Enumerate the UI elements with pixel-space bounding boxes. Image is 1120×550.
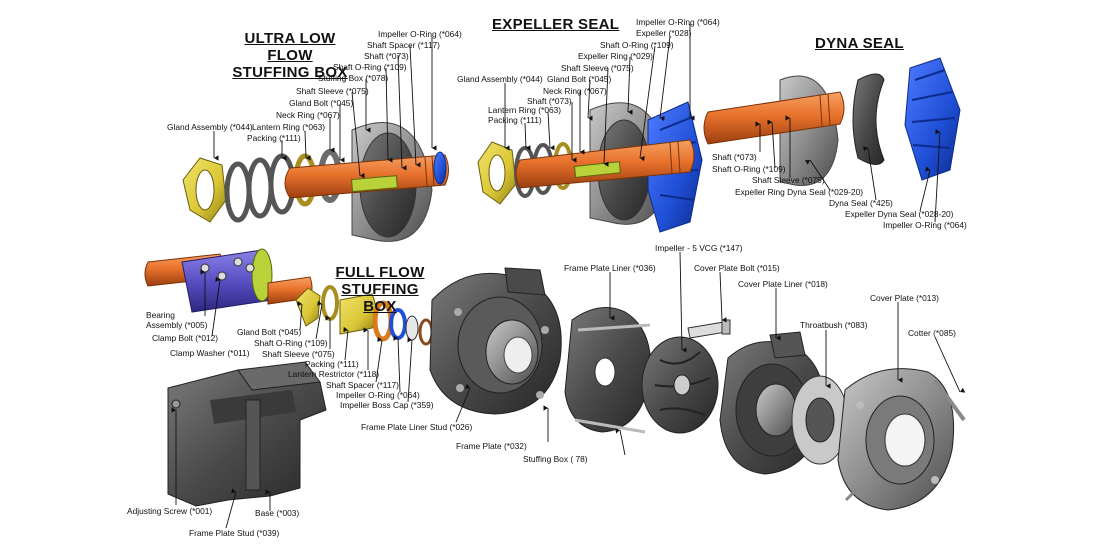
label-ulf-packing: Packing (*111) <box>247 133 301 143</box>
label-frame-plate-liner-stud: Frame Plate Liner Stud (*026) <box>361 422 473 432</box>
label-base: Base (*003) <box>255 508 300 518</box>
label-ulf-lantern-ring: Lantern Ring (*063) <box>252 122 326 132</box>
label-ff-gland-bolt: Gland Bolt (*045) <box>237 327 302 337</box>
label-adjusting-screw: Adjusting Screw (*001) <box>127 506 213 516</box>
dyna-seal-assembly <box>703 57 961 186</box>
expeller-seal-assembly <box>477 101 703 233</box>
frame-plate-part <box>429 267 562 415</box>
label-ff-shaft-sleeve: Shaft Sleeve (*075) <box>262 349 335 359</box>
label-ds-expeller-ring: Expeller Ring Dyna Seal (*029-20) <box>735 187 864 197</box>
base-part <box>167 361 327 507</box>
label-es-packing: Packing (*111) <box>488 115 542 125</box>
label-ds-shaft: Shaft (*073) <box>712 152 757 162</box>
cover-plate-bolt-part <box>687 319 731 339</box>
label-es-shaft-sleeve: Shaft Sleeve (*075) <box>561 63 634 73</box>
label-es-gland-bolt: Gland Bolt (*045) <box>547 74 612 84</box>
label-ff-bearing-1: Bearing <box>146 310 175 320</box>
label-ulf-shaft-oring: Shaft O-Ring (*109) <box>333 62 407 72</box>
label-ulf-gland-assembly: Gland Assembly (*044) <box>167 122 253 132</box>
label-ff-impeller-oring: Impeller O-Ring (*064) <box>336 390 420 400</box>
label-es-gland-assembly: Gland Assembly (*044) <box>457 74 543 84</box>
label-es-shaft: Shaft (*073) <box>527 96 572 106</box>
ultra-low-flow-assembly <box>182 122 449 242</box>
label-ff-clamp-washer: Clamp Washer (*011) <box>170 348 250 358</box>
label-ulf-shaft: Shaft (*073) <box>364 51 409 61</box>
label-ds-shaft-sleeve: Shaft Sleeve (*075) <box>752 175 825 185</box>
label-ulf-impeller-oring: Impeller O-Ring (*064) <box>378 29 462 39</box>
label-ulf-neck-ring: Neck Ring (*067) <box>276 110 340 120</box>
label-ff-shaft-spacer: Shaft Spacer (*117) <box>326 380 399 390</box>
label-throatbush: Throatbush (*083) <box>800 320 868 330</box>
cover-plate-part <box>837 368 966 511</box>
title-full-flow: FULL FLOW STUFFING BOX <box>335 264 425 315</box>
full-flow-stuffing-parts <box>295 285 434 346</box>
label-ulf-shaft-sleeve: Shaft Sleeve (*075) <box>296 86 369 96</box>
throatbush-part <box>791 375 849 465</box>
bearing-assembly-group <box>144 248 313 313</box>
label-ff-impeller-boss-cap: Impeller Boss Cap (*359) <box>340 400 434 410</box>
label-frame-plate-stud: Frame Plate Stud (*039) <box>189 528 280 538</box>
label-ff-bearing-2: Assembly (*005) <box>146 320 208 330</box>
label-frame-plate-liner: Frame Plate Liner (*036) <box>564 263 656 273</box>
leader-lines <box>171 24 966 529</box>
label-ulf-gland-bolt: Gland Bolt (*045) <box>289 98 354 108</box>
label-ds-impeller-oring: Impeller O-Ring (*064) <box>883 220 967 230</box>
label-ulf-shaft-spacer: Shaft Spacer (*117) <box>367 40 440 50</box>
label-es-expeller-ring: Expeller Ring (*029) <box>578 51 653 61</box>
label-ff-packing: Packing (*111) <box>305 359 359 369</box>
label-es-impeller-oring: Impeller O-Ring (*064) <box>636 17 720 27</box>
title-dyna-seal: DYNA SEAL <box>815 35 904 52</box>
label-ds-shaft-oring: Shaft O-Ring (*109) <box>712 164 786 174</box>
label-ds-expeller: Expeller Dyna Seal (*028-20) <box>845 209 954 219</box>
label-es-neck-ring: Neck Ring (*067) <box>543 86 607 96</box>
label-ff-lantern-restrictor: Lantern Restrictor (*118) <box>288 369 380 379</box>
title-expeller-seal: EXPELLER SEAL <box>492 16 620 33</box>
label-stuffing-box: Stuffing Box ( 78) <box>523 454 588 464</box>
label-impeller: Impeller - 5 VCG (*147) <box>655 243 743 253</box>
label-ds-dyna-seal: Dyna Seal (*425) <box>829 198 893 208</box>
label-cotter: Cotter (*085) <box>908 328 956 338</box>
label-ff-clamp-bolt: Clamp Bolt (*012) <box>152 333 219 343</box>
label-cover-plate: Cover Plate (*013) <box>870 293 939 303</box>
label-frame-plate: Frame Plate (*032) <box>456 441 527 451</box>
label-es-expeller: Expeller (*028) <box>636 28 692 38</box>
label-ulf-stuffing-box: Stuffing Box (*078) <box>318 73 389 83</box>
label-es-lantern-ring: Lantern Ring (*063) <box>488 105 562 115</box>
label-ff-shaft-oring: Shaft O-Ring (*109) <box>254 338 328 348</box>
shaft-part <box>284 154 449 199</box>
impeller-part <box>641 336 719 434</box>
frame-plate-liner-part <box>564 307 652 434</box>
packing-rings-part <box>224 153 296 223</box>
label-es-shaft-oring: Shaft O-Ring (*109) <box>600 40 674 50</box>
label-cover-plate-bolt: Cover Plate Bolt (*015) <box>694 263 780 273</box>
title-ultra-low-flow: ULTRA LOW FLOW STUFFING BOX <box>232 30 348 81</box>
label-cover-plate-liner: Cover Plate Liner (*018) <box>738 279 828 289</box>
